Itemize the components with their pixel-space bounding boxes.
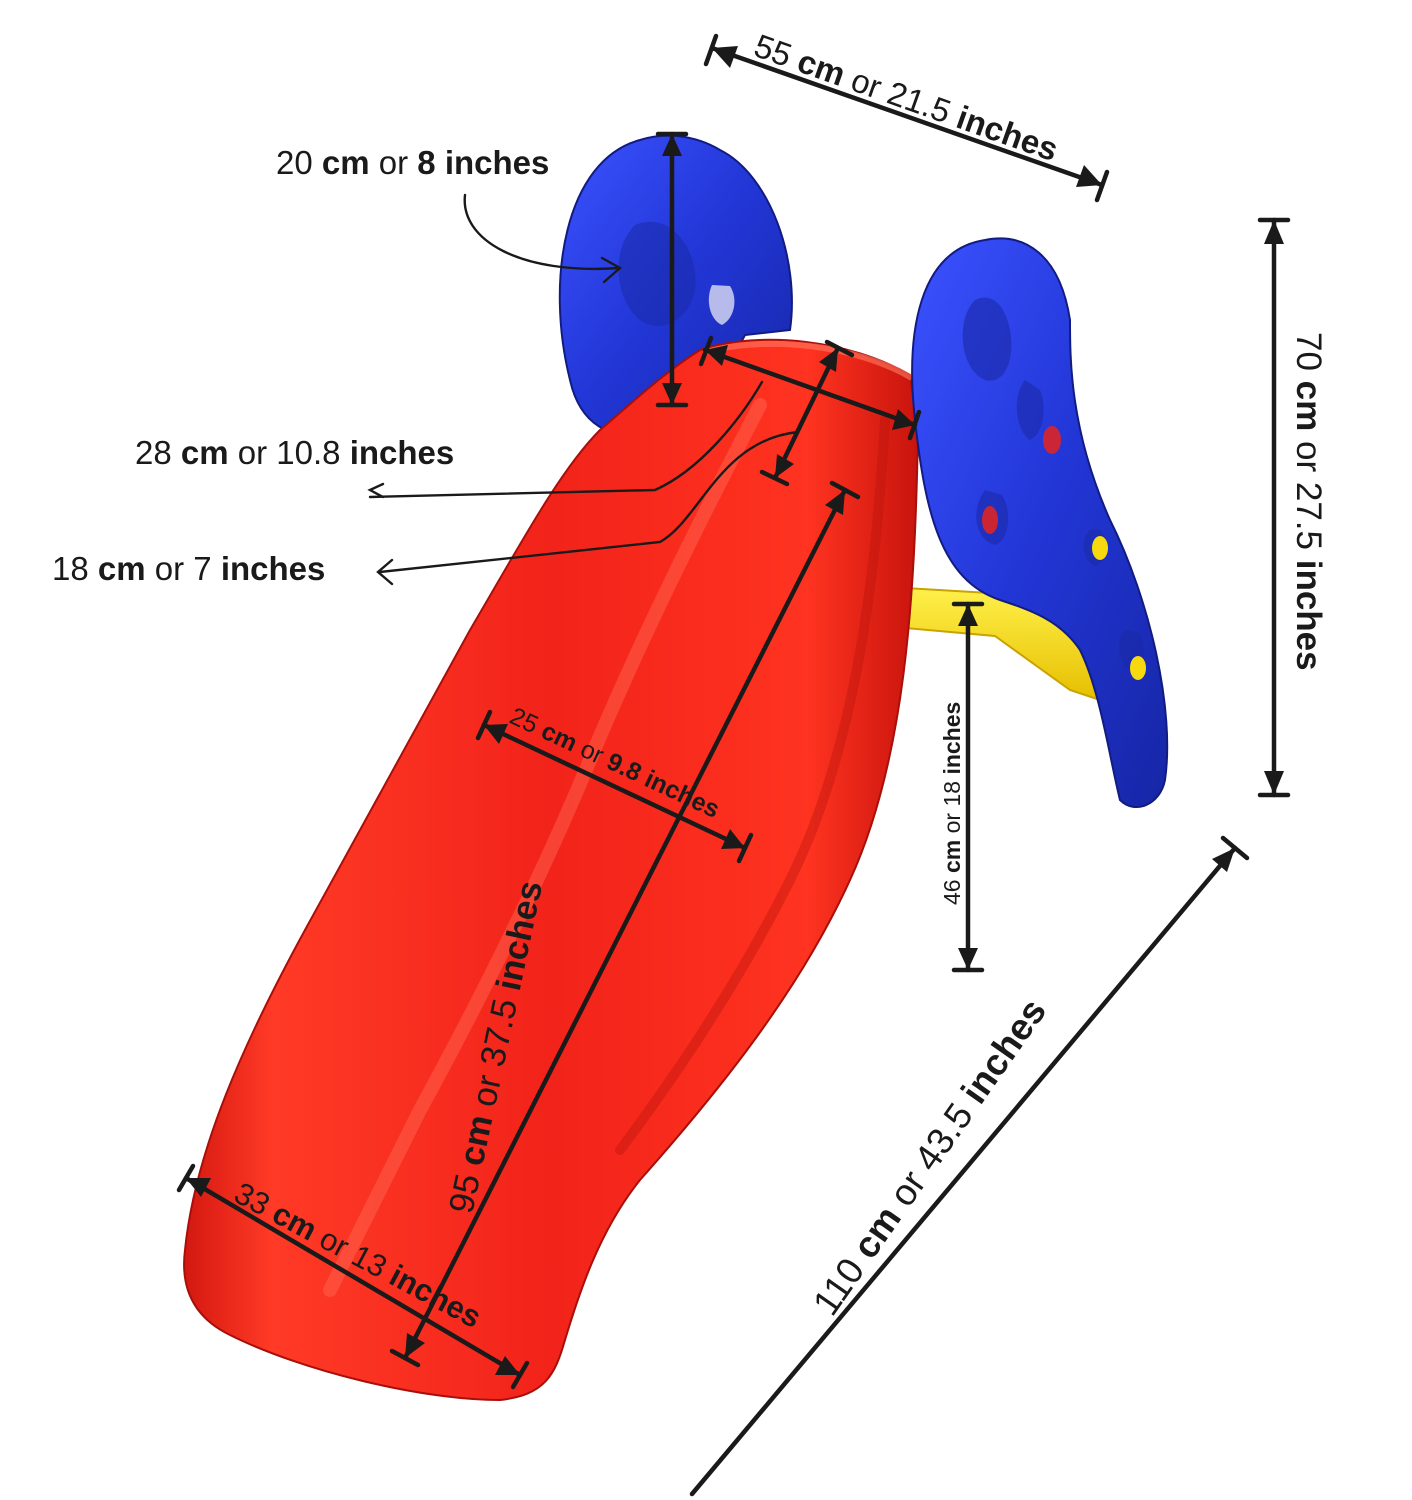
dim-line-slide-width-mid xyxy=(475,709,754,864)
leader-platform-depth xyxy=(378,430,800,574)
dim-line-top-width xyxy=(703,33,1110,203)
dimension-lines xyxy=(176,33,1291,1497)
right-handle xyxy=(911,237,1169,809)
label-platform-depth: 18 cm or 7 inches xyxy=(52,550,325,587)
label-total-length: 110 cm or 43.5 inches xyxy=(805,991,1054,1322)
label-top-width: 55 cm or 21.5 inches xyxy=(750,27,1063,168)
dim-line-slide-width-end xyxy=(176,1163,530,1390)
left-handle xyxy=(558,134,793,437)
slide-illustration xyxy=(183,134,1169,1402)
dim-line-platform-width xyxy=(698,335,922,441)
label-platform-width: 28 cm or 10.8 inches xyxy=(135,434,454,471)
red-slide-body xyxy=(183,338,920,1402)
leader-platform-width xyxy=(368,380,764,499)
label-total-height: 70 cm or 27.5 inches xyxy=(1289,332,1328,671)
dim-line-total-height xyxy=(1257,217,1291,798)
dim-line-handle-height xyxy=(655,131,689,408)
dim-line-platform-depth xyxy=(759,339,855,487)
label-step-height: 46 cm or 18 inches xyxy=(939,702,965,905)
label-handle-height: 20 cm or 8 inches xyxy=(276,144,549,181)
leader-handle-height xyxy=(463,193,622,271)
dim-line-total-length xyxy=(689,835,1250,1497)
dim-line-step-height xyxy=(951,601,985,973)
dim-line-slide-length xyxy=(389,480,861,1368)
